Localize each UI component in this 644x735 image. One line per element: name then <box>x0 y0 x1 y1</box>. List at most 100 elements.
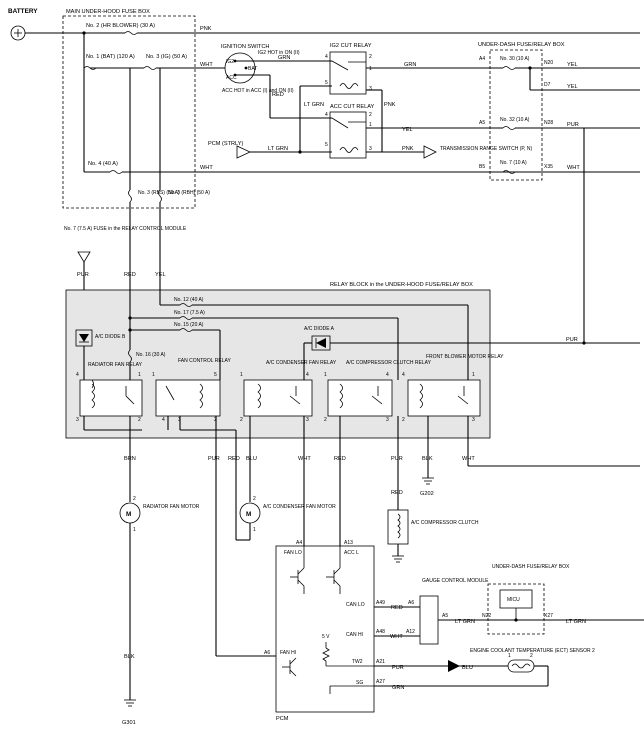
svg-text:2: 2 <box>402 417 405 423</box>
ig2-relay-coil <box>339 83 359 89</box>
wire-red-comp: RED <box>334 456 346 462</box>
svg-text:1: 1 <box>324 372 327 378</box>
ac-clutch-label: A/C COMPRESSOR CLUTCH <box>411 520 479 526</box>
wire-ltgrn-gauge: LT GRN <box>455 619 475 625</box>
fuse-no12 <box>179 303 193 307</box>
fan-control-relay-label: FAN CONTROL RELAY <box>178 358 231 364</box>
wire-red-main: RED <box>124 272 136 278</box>
radiator-fan-relay <box>79 379 143 417</box>
fuse-no17-label: No. 17 (7.5 A) <box>174 310 205 316</box>
relay-control-fuse-triangle <box>77 251 91 263</box>
fuse-no17 <box>179 316 193 320</box>
svg-text:4: 4 <box>162 417 165 423</box>
svg-text:1: 1 <box>138 372 141 378</box>
svg-text:A4: A4 <box>479 56 485 62</box>
wire-pur-fanctl: PUR <box>208 456 220 462</box>
acc-relay-coil <box>339 147 359 153</box>
svg-text:A12: A12 <box>406 629 415 635</box>
radiator-relay-label: RADIATOR FAN RELAY <box>88 362 143 368</box>
wire-ltgrn-x27: LT GRN <box>566 619 586 625</box>
fuse-no2 <box>124 31 138 35</box>
gauge-control-module <box>419 595 439 645</box>
pcm-strly-triangle <box>236 145 251 159</box>
can-hi-label: CAN HI <box>346 632 363 638</box>
fuse-no3-rbs <box>128 189 132 203</box>
fuse-no2-label: No. 2 (HR BLOWER) (30 A) <box>86 23 155 29</box>
svg-text:2: 2 <box>324 417 327 423</box>
svg-text:N20: N20 <box>544 60 553 66</box>
svg-text:5: 5 <box>214 372 217 378</box>
fuse-no32 <box>502 126 516 130</box>
svg-text:B5: B5 <box>479 164 485 170</box>
fuse-no16 <box>128 349 132 363</box>
svg-text:M: M <box>126 511 131 518</box>
ac-diode-b-label: A/C DIODE B <box>95 334 126 340</box>
tw2-label: TW2 <box>352 659 363 665</box>
g301-label: G301 <box>122 720 136 726</box>
main-fusebox <box>62 15 196 209</box>
svg-text:3: 3 <box>472 417 475 423</box>
svg-text:4: 4 <box>76 372 79 378</box>
svg-text:N28: N28 <box>544 120 553 126</box>
ac-cond-relay-label: A/C CONDENSER FAN RELAY <box>266 360 337 366</box>
wire-grn-ig2: GRN <box>278 55 290 61</box>
ig2-hot-label: IG2 HOT in ON (II) <box>258 50 300 56</box>
svg-text:3: 3 <box>369 86 372 92</box>
wire-wht-x35: WHT <box>567 165 580 171</box>
ig2-cut-relay-label: IG2 CUT RELAY <box>330 43 372 49</box>
fuse-no4 <box>109 170 123 174</box>
ac-diode-a <box>316 338 326 348</box>
fuse-no15 <box>179 328 193 332</box>
battery-symbol <box>10 25 26 41</box>
svg-text:1: 1 <box>253 527 256 533</box>
front-blower-motor-relay <box>407 379 481 417</box>
connector-arrow <box>448 660 460 672</box>
fan-hi-transistor <box>282 657 297 677</box>
svg-text:2: 2 <box>369 112 372 118</box>
wire-ltgrn-coil: LT GRN <box>304 102 324 108</box>
svg-text:1: 1 <box>508 653 511 659</box>
svg-text:A5: A5 <box>442 613 448 619</box>
wire-pur-comp: PUR <box>391 456 403 462</box>
svg-text:2: 2 <box>240 417 243 423</box>
wire-grn-sg: GRN <box>392 685 404 691</box>
wire-wht-cond: WHT <box>298 456 311 462</box>
ac-diode-a-label: A/C DIODE A <box>304 326 335 332</box>
sg-label: SG <box>356 680 363 686</box>
svg-text:5: 5 <box>325 142 328 148</box>
wire-blk-blower: BLK <box>422 456 433 462</box>
front-blower-relay-label: FRONT BLOWER MOTOR RELAY <box>426 354 504 360</box>
svg-text:5: 5 <box>325 80 328 86</box>
gauge-module-label: GAUGE CONTROL MODULE <box>422 578 489 584</box>
svg-text:2: 2 <box>133 496 136 502</box>
svg-text:2: 2 <box>530 653 533 659</box>
radiator-motor-label: RADIATOR FAN MOTOR <box>143 504 200 510</box>
battery-label: BATTERY <box>8 8 38 15</box>
fuse-no7-relay-label: No. 7 (7.5 A) FUSE in the RELAY CONTROL … <box>64 226 187 232</box>
wire-red-clutch: RED <box>391 490 403 496</box>
fuse-no30 <box>502 66 516 70</box>
pcm-label: PCM <box>276 716 289 722</box>
svg-text:A21: A21 <box>376 659 385 665</box>
svg-text:A6: A6 <box>264 650 270 656</box>
wire-wht-blower: WHT <box>462 456 475 462</box>
wire-pur-diode: PUR <box>566 337 578 343</box>
trans-range-label: TRANSMISSION RANGE SWITCH (P, N) <box>440 146 532 152</box>
acc-l-label: ACC L <box>344 550 359 556</box>
ignition-switch: IG2 BAT ACC <box>224 52 257 84</box>
svg-text:N22: N22 <box>482 613 491 619</box>
under-dash-box <box>489 49 543 181</box>
fan-lo-transistor <box>290 567 305 587</box>
fuse-no3-rbs-label: No. 3 (RBS) (50 A) <box>138 190 180 196</box>
svg-text:MICU: MICU <box>507 597 520 603</box>
wire-pur-relay: PUR <box>77 272 89 278</box>
fuse-no7-dash <box>502 170 516 174</box>
wire-blu-cond: BLU <box>246 456 257 462</box>
svg-text:3: 3 <box>306 417 309 423</box>
svg-text:A13: A13 <box>344 540 353 546</box>
wire-blk-g301: BLK <box>124 654 135 660</box>
svg-text:3: 3 <box>369 146 372 152</box>
svg-text:A27: A27 <box>376 679 385 685</box>
svg-text:1: 1 <box>472 372 475 378</box>
